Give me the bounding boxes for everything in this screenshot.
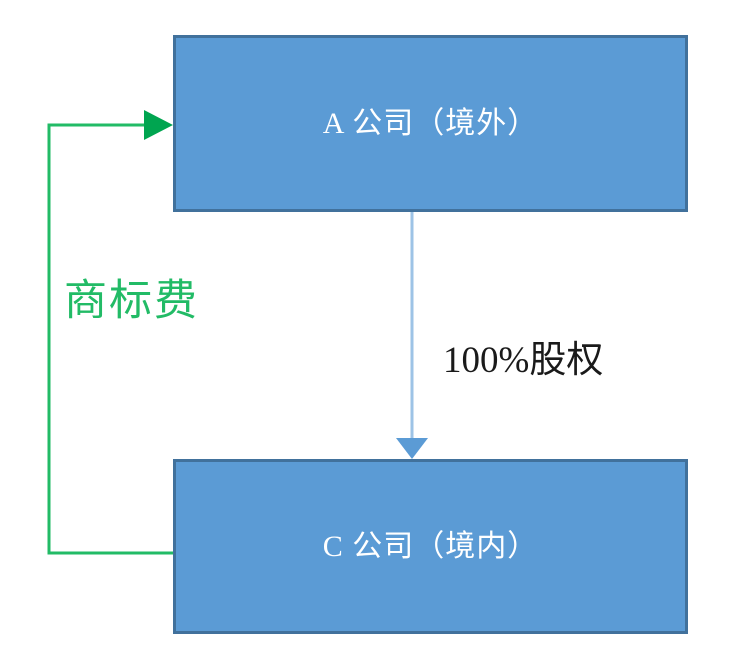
equity-connector	[396, 212, 428, 459]
trademark-fee-edge-label: 商标费	[64, 278, 199, 325]
node-company-c-label: C 公司（境内）	[322, 530, 539, 563]
trademark-fee-connector-line	[47, 123, 173, 555]
node-company-a[interactable]: A 公司（境外）	[173, 35, 688, 212]
equity-arrowhead-icon	[396, 438, 428, 459]
node-company-a-label: A 公司（境外）	[322, 107, 539, 140]
trademark-fee-arrowhead-icon	[144, 110, 173, 140]
node-company-c[interactable]: C 公司（境内）	[173, 459, 688, 634]
equity-edge-label: 100%股权	[443, 340, 604, 381]
trademark-fee-connector	[47, 110, 173, 555]
